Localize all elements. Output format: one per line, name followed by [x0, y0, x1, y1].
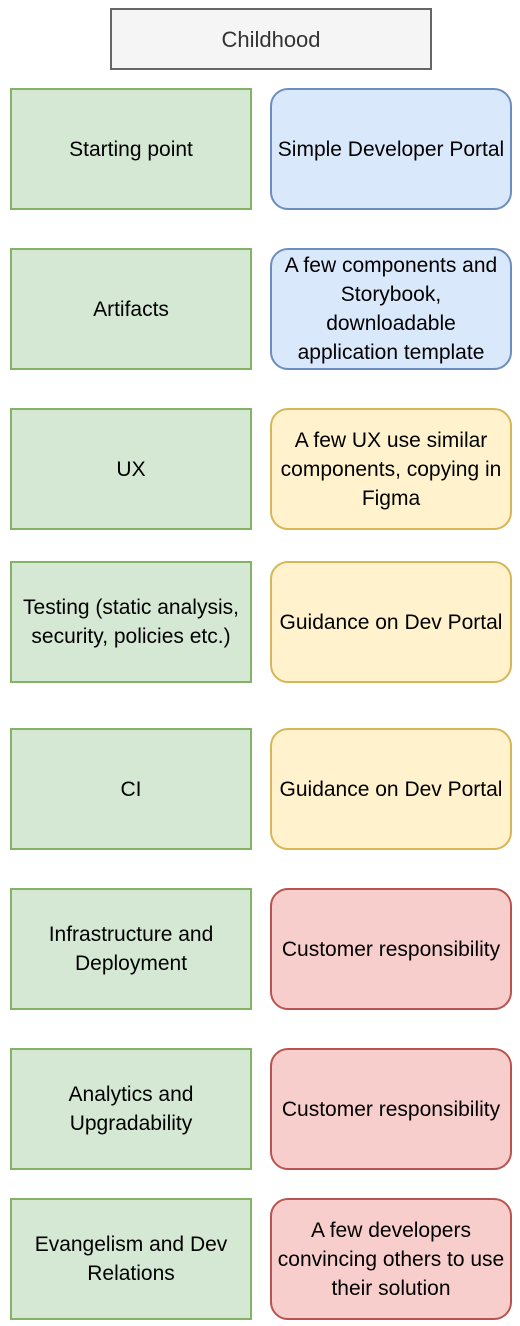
aspect-box-testing: Testing (static analysis, security, poli…	[10, 561, 252, 683]
aspect-box-infrastructure: Infrastructure and Deployment	[10, 888, 252, 1010]
aspect-box-analytics: Analytics and Upgradability	[10, 1048, 252, 1170]
aspect-box-starting-point: Starting point	[10, 88, 252, 210]
description-box-analytics: Customer responsibility	[270, 1048, 512, 1170]
description-box-ux: A few UX use similar components, copying…	[270, 408, 512, 530]
description-box-testing: Guidance on Dev Portal	[270, 561, 512, 683]
aspect-box-ci: CI	[10, 728, 252, 850]
stage-header: Childhood	[110, 8, 432, 70]
aspect-box-artifacts: Artifacts	[10, 248, 252, 370]
description-box-artifacts: A few components and Storybook, download…	[270, 248, 512, 370]
description-box-starting-point: Simple Developer Portal	[270, 88, 512, 210]
aspect-box-evangelism: Evangelism and Dev Relations	[10, 1198, 252, 1320]
description-box-ci: Guidance on Dev Portal	[270, 728, 512, 850]
description-box-infrastructure: Customer responsibility	[270, 888, 512, 1010]
description-box-evangelism: A few developers convincing others to us…	[270, 1198, 512, 1320]
aspect-box-ux: UX	[10, 408, 252, 530]
